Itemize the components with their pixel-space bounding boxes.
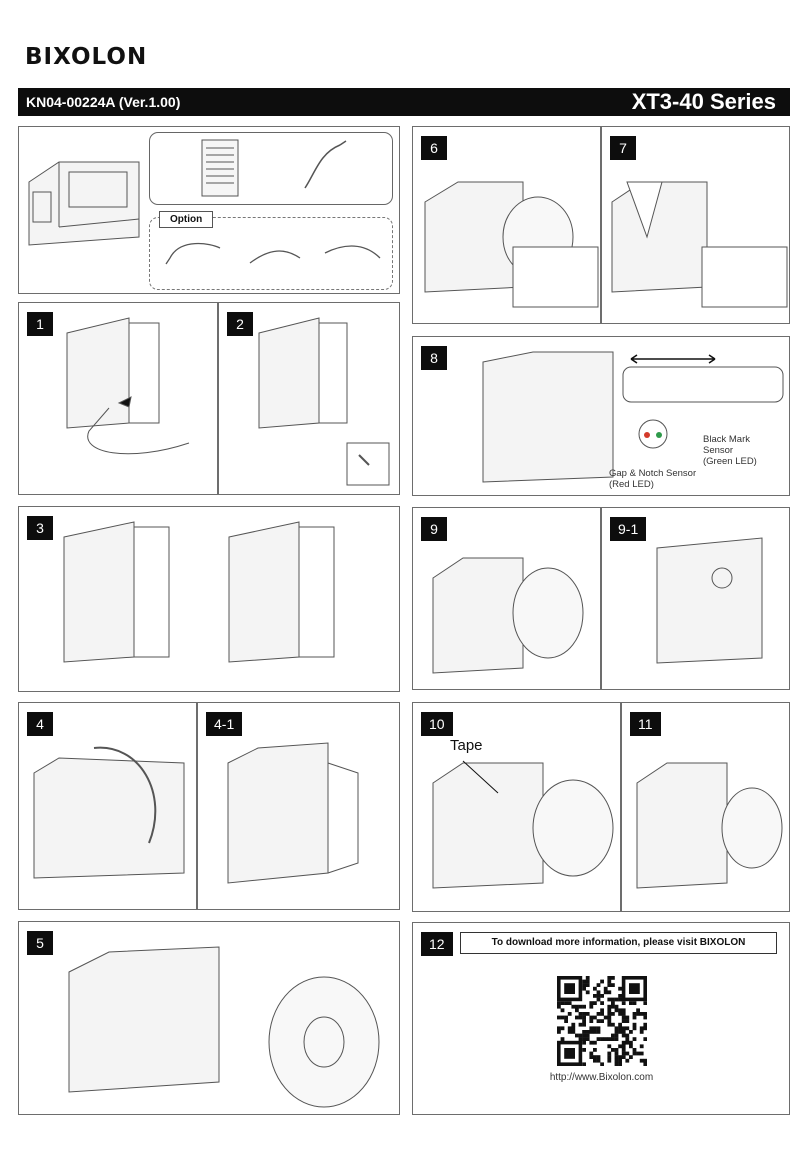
title-bar: KN04-00224A (Ver.1.00) XT3-40 Series — [18, 88, 790, 116]
optional-cables-illustration — [165, 242, 381, 265]
bixolon-logo: BIXOLON — [25, 44, 148, 70]
download-info-box: To download more information, please vis… — [460, 932, 777, 954]
step-4-1-badge: 4-1 — [206, 712, 243, 736]
step-7-badge: 7 — [610, 136, 636, 160]
media-holder-illustration — [424, 181, 599, 308]
interface-cable-illustration — [63, 521, 335, 663]
step-4-badge: 4 — [27, 712, 53, 736]
printer-illustration — [28, 161, 140, 246]
media-sensor-illustration — [482, 351, 784, 483]
step-8-badge: 8 — [421, 346, 447, 370]
media-path-detail-illustration — [656, 537, 763, 664]
gap-notch-sensor-label: Gap & Notch Sensor (Red LED) — [609, 468, 697, 490]
step-2-panel: 2 — [218, 302, 400, 495]
step-6-panel: 6 — [412, 126, 601, 324]
tape-loading-illustration — [432, 760, 614, 889]
step-3-panel: 3 — [18, 506, 400, 692]
step-12-panel: 12 To download more information, please … — [412, 922, 790, 1115]
website-url-link[interactable]: http://www.Bixolon.com — [549, 1072, 654, 1083]
step-7-panel: 7 — [601, 126, 790, 324]
step-9-panel: 9 — [412, 507, 601, 690]
document-code: KN04-00224A (Ver.1.00) — [26, 94, 181, 110]
step-5-panel: 5 — [18, 921, 400, 1115]
qr-code-icon[interactable] — [557, 976, 647, 1066]
step-9-badge: 9 — [421, 517, 447, 541]
product-series: XT3-40 Series — [631, 89, 776, 114]
included-items-box — [149, 132, 393, 205]
step-12-badge: 12 — [421, 932, 453, 956]
step-10-badge: 10 — [421, 712, 453, 736]
power-switch-illustration — [258, 317, 390, 486]
step-8-panel: 8 Black Mark Sensor (Green LED) Gap & No… — [412, 336, 790, 496]
step-4-panel: 4 — [18, 702, 197, 910]
step-3-badge: 3 — [27, 516, 53, 540]
load-media-roll-illustration — [68, 946, 380, 1108]
box-contents-panel: Option — [18, 126, 400, 294]
black-mark-sensor-label: Black Mark Sensor (Green LED) — [703, 434, 757, 467]
step-11-panel: 11 — [621, 702, 790, 912]
optional-items-box — [149, 217, 393, 290]
media-path-illustration — [432, 557, 584, 674]
opened-printer-illustration — [227, 742, 359, 884]
step-6-badge: 6 — [421, 136, 447, 160]
manual-and-cable-illustration — [201, 139, 347, 197]
step-10-panel: 10 Tape — [412, 702, 621, 912]
step-11-badge: 11 — [630, 712, 661, 736]
tape-label: Tape — [450, 737, 483, 754]
open-cover-illustration — [33, 746, 185, 879]
power-cable-illustration — [66, 317, 190, 455]
red-led-icon — [644, 432, 650, 438]
step-2-badge: 2 — [227, 312, 253, 336]
option-label: Option — [159, 211, 214, 228]
green-led-icon — [656, 432, 662, 438]
step-9-1-panel: 9-1 — [601, 507, 790, 690]
step-5-badge: 5 — [27, 931, 53, 955]
close-cover-illustration — [636, 762, 783, 889]
step-1-badge: 1 — [27, 312, 53, 336]
step-9-1-badge: 9-1 — [610, 517, 647, 541]
ribbon-holder-illustration — [611, 181, 788, 308]
step-1-panel: 1 — [18, 302, 218, 495]
step-4-1-panel: 4-1 — [197, 702, 400, 910]
